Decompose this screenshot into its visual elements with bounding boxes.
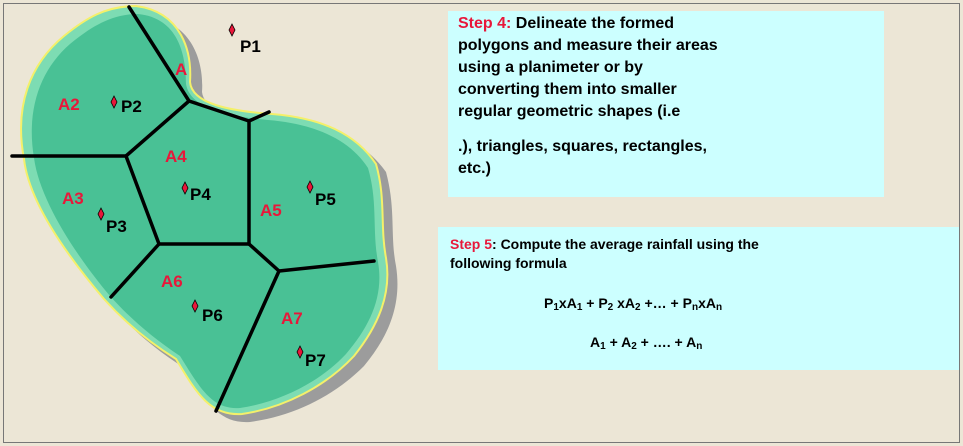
den-sub: 2 bbox=[631, 341, 637, 352]
area-label-a6: A6 bbox=[161, 272, 183, 291]
area-label-a5: A5 bbox=[260, 201, 282, 220]
num-part: P bbox=[544, 295, 554, 311]
point-marker-p7 bbox=[296, 345, 304, 359]
point-marker-p4 bbox=[181, 181, 189, 195]
point-label-p6: P6 bbox=[202, 306, 223, 325]
num-sub: 2 bbox=[635, 302, 641, 313]
step5-line-2: following formula bbox=[450, 255, 567, 271]
num-sub: n bbox=[691, 302, 699, 313]
area-label-a2: A2 bbox=[58, 95, 80, 114]
num-part: xA bbox=[613, 295, 636, 311]
num-sub: 1 bbox=[553, 302, 559, 313]
point-markers bbox=[97, 23, 314, 359]
den-part: + …. + A bbox=[636, 334, 697, 350]
den-sub: 1 bbox=[600, 341, 606, 352]
step4-line-3: using a planimeter or by bbox=[458, 59, 643, 76]
num-sub: 1 bbox=[576, 302, 583, 313]
step4-line-4: converting them into smaller bbox=[458, 81, 677, 98]
step5-title: Step 5 bbox=[450, 236, 493, 252]
point-marker-p5 bbox=[306, 180, 314, 194]
point-label-p2: P2 bbox=[121, 97, 142, 116]
den-part: A bbox=[590, 334, 601, 350]
thiessen-polygon-diagram: A A2 A3 A4 A5 A6 A7 P1 P2 P3 P4 P5 P6 P7 bbox=[10, 4, 398, 423]
point-marker-p6 bbox=[191, 299, 199, 313]
formula-numerator: P1xA1 + P2 xA2 +… + PnxAn bbox=[544, 294, 722, 317]
step4-line-7: etc.) bbox=[458, 160, 491, 177]
step4-line-6: .), triangles, squares, rectangles, bbox=[458, 138, 707, 155]
step4-textbox: Step 4: Delineate the formed polygons an… bbox=[448, 11, 884, 197]
formula-denominator: A1 + A2 + …. + An bbox=[590, 333, 702, 356]
point-label-p5: P5 bbox=[315, 190, 336, 209]
polygon-boundaries bbox=[10, 5, 376, 413]
step4-title: Step 4: bbox=[458, 15, 512, 32]
area-label-a7: A7 bbox=[281, 309, 303, 328]
num-part: xA bbox=[698, 295, 716, 311]
point-marker-p1 bbox=[228, 23, 236, 37]
slide: A A2 A3 A4 A5 A6 A7 P1 P2 P3 P4 P5 P6 P7… bbox=[3, 3, 960, 443]
point-marker-p3 bbox=[97, 207, 105, 221]
point-label-p1: P1 bbox=[240, 37, 261, 56]
area-label-a3: A3 bbox=[62, 189, 84, 208]
step4-line-1-text: Delineate the formed bbox=[515, 15, 675, 32]
point-label-p4: P4 bbox=[190, 185, 211, 204]
step4-line-1: Step 4: Delineate the formed bbox=[458, 13, 884, 35]
point-label-p7: P7 bbox=[305, 351, 326, 370]
step4-line-5: regular geometric shapes (i.e bbox=[458, 103, 681, 120]
region-body bbox=[31, 14, 380, 409]
num-part: + P bbox=[582, 295, 608, 311]
point-marker-p2 bbox=[110, 95, 118, 109]
step5-textbox: Step 5: Compute the average rainfall usi… bbox=[438, 227, 959, 370]
num-sub: 2 bbox=[607, 302, 614, 313]
den-sub: n bbox=[696, 341, 703, 352]
num-part: +… + P bbox=[640, 295, 692, 311]
den-part: + A bbox=[605, 334, 632, 350]
area-label-a4: A4 bbox=[165, 147, 187, 166]
num-sub: n bbox=[715, 302, 723, 313]
step5-text: : Compute the average rainfall using the bbox=[492, 236, 759, 252]
point-label-p3: P3 bbox=[106, 217, 127, 236]
step4-line-2: polygons and measure their areas bbox=[458, 37, 718, 54]
area-label-a1: A bbox=[175, 60, 187, 79]
step5-line-1: Step 5: Compute the average rainfall usi… bbox=[450, 235, 959, 254]
num-part: xA bbox=[558, 295, 577, 311]
